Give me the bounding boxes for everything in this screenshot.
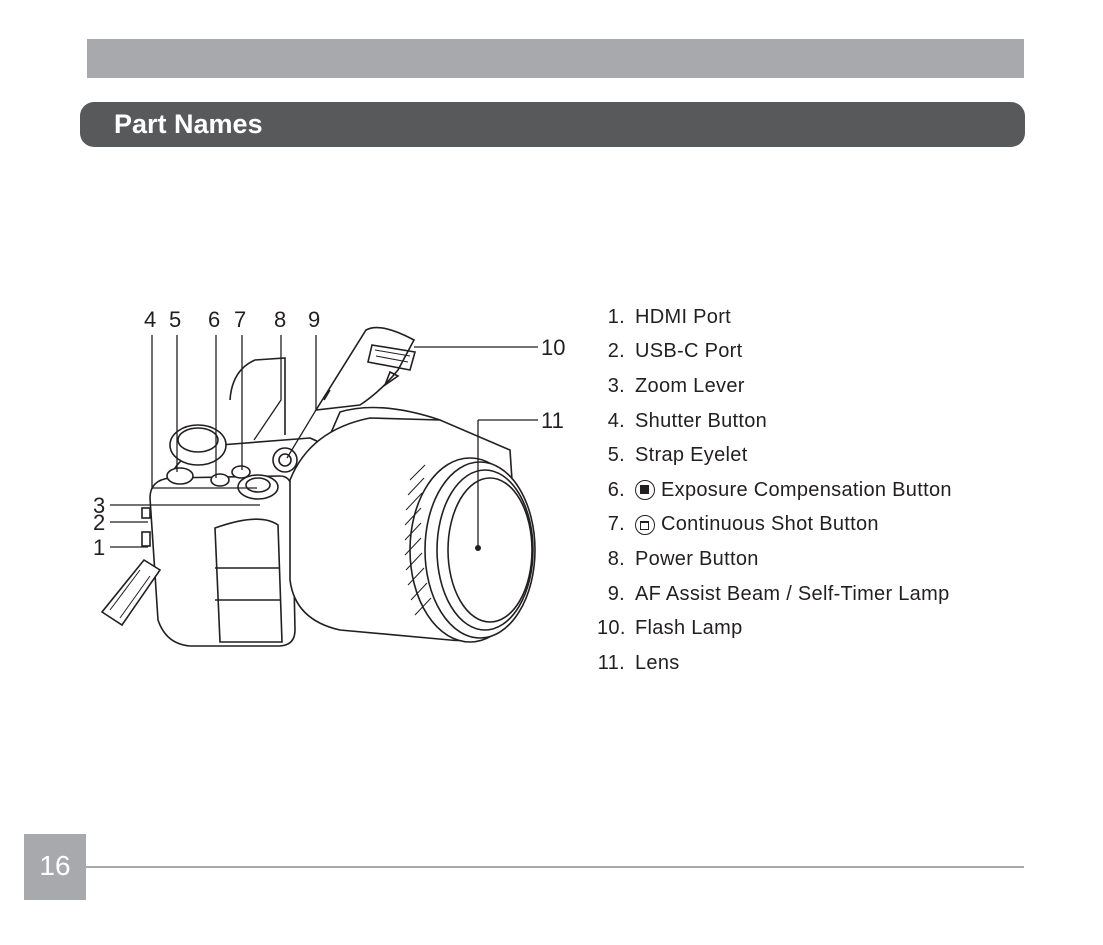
callout-11: 11 bbox=[541, 408, 564, 433]
callout-6: 6 bbox=[208, 307, 220, 332]
callout-3: 3 bbox=[93, 493, 105, 518]
exposure-compensation-icon bbox=[635, 480, 655, 501]
list-item: 5.Strap Eyelet bbox=[607, 444, 748, 467]
section-title-bar: Part Names bbox=[80, 102, 1025, 147]
section-title: Part Names bbox=[114, 109, 263, 139]
header-decor-bar bbox=[87, 39, 1024, 78]
list-item: 11.Lens bbox=[597, 651, 680, 674]
list-item: 1.HDMI Port bbox=[607, 305, 732, 328]
callout-7: 7 bbox=[234, 307, 246, 332]
list-item: 7.Continuous Shot Button bbox=[607, 513, 879, 536]
list-item: 10.Flash Lamp bbox=[597, 617, 743, 640]
lens-center-dot bbox=[475, 545, 481, 551]
callout-1: 1 bbox=[93, 535, 105, 560]
list-item: 4.Shutter Button bbox=[607, 409, 768, 432]
part-names-list: 1.HDMI Port 2.USB-C Port 3.Zoom Lever 4.… bbox=[597, 300, 952, 681]
page-number: 16 bbox=[39, 850, 71, 881]
list-item: 6.Exposure Compensation Button bbox=[607, 478, 952, 501]
list-item: 8.Power Button bbox=[607, 547, 759, 570]
page-number-box: 16 bbox=[24, 834, 86, 900]
camera-illustration: 4 5 6 7 8 9 10 11 3 2 1 bbox=[93, 307, 565, 647]
callout-4: 4 bbox=[144, 307, 156, 332]
list-item: 3.Zoom Lever bbox=[607, 374, 745, 397]
callout-5: 5 bbox=[169, 307, 181, 332]
callout-10: 10 bbox=[541, 335, 565, 360]
callout-9: 9 bbox=[308, 307, 320, 332]
callout-8: 8 bbox=[274, 307, 286, 332]
list-item: 2.USB-C Port bbox=[607, 340, 743, 363]
list-item: 9.AF Assist Beam / Self-Timer Lamp bbox=[607, 582, 950, 605]
callout-2: 2 bbox=[93, 510, 105, 535]
continuous-shot-icon bbox=[635, 514, 655, 535]
footer-rule bbox=[86, 866, 1024, 868]
